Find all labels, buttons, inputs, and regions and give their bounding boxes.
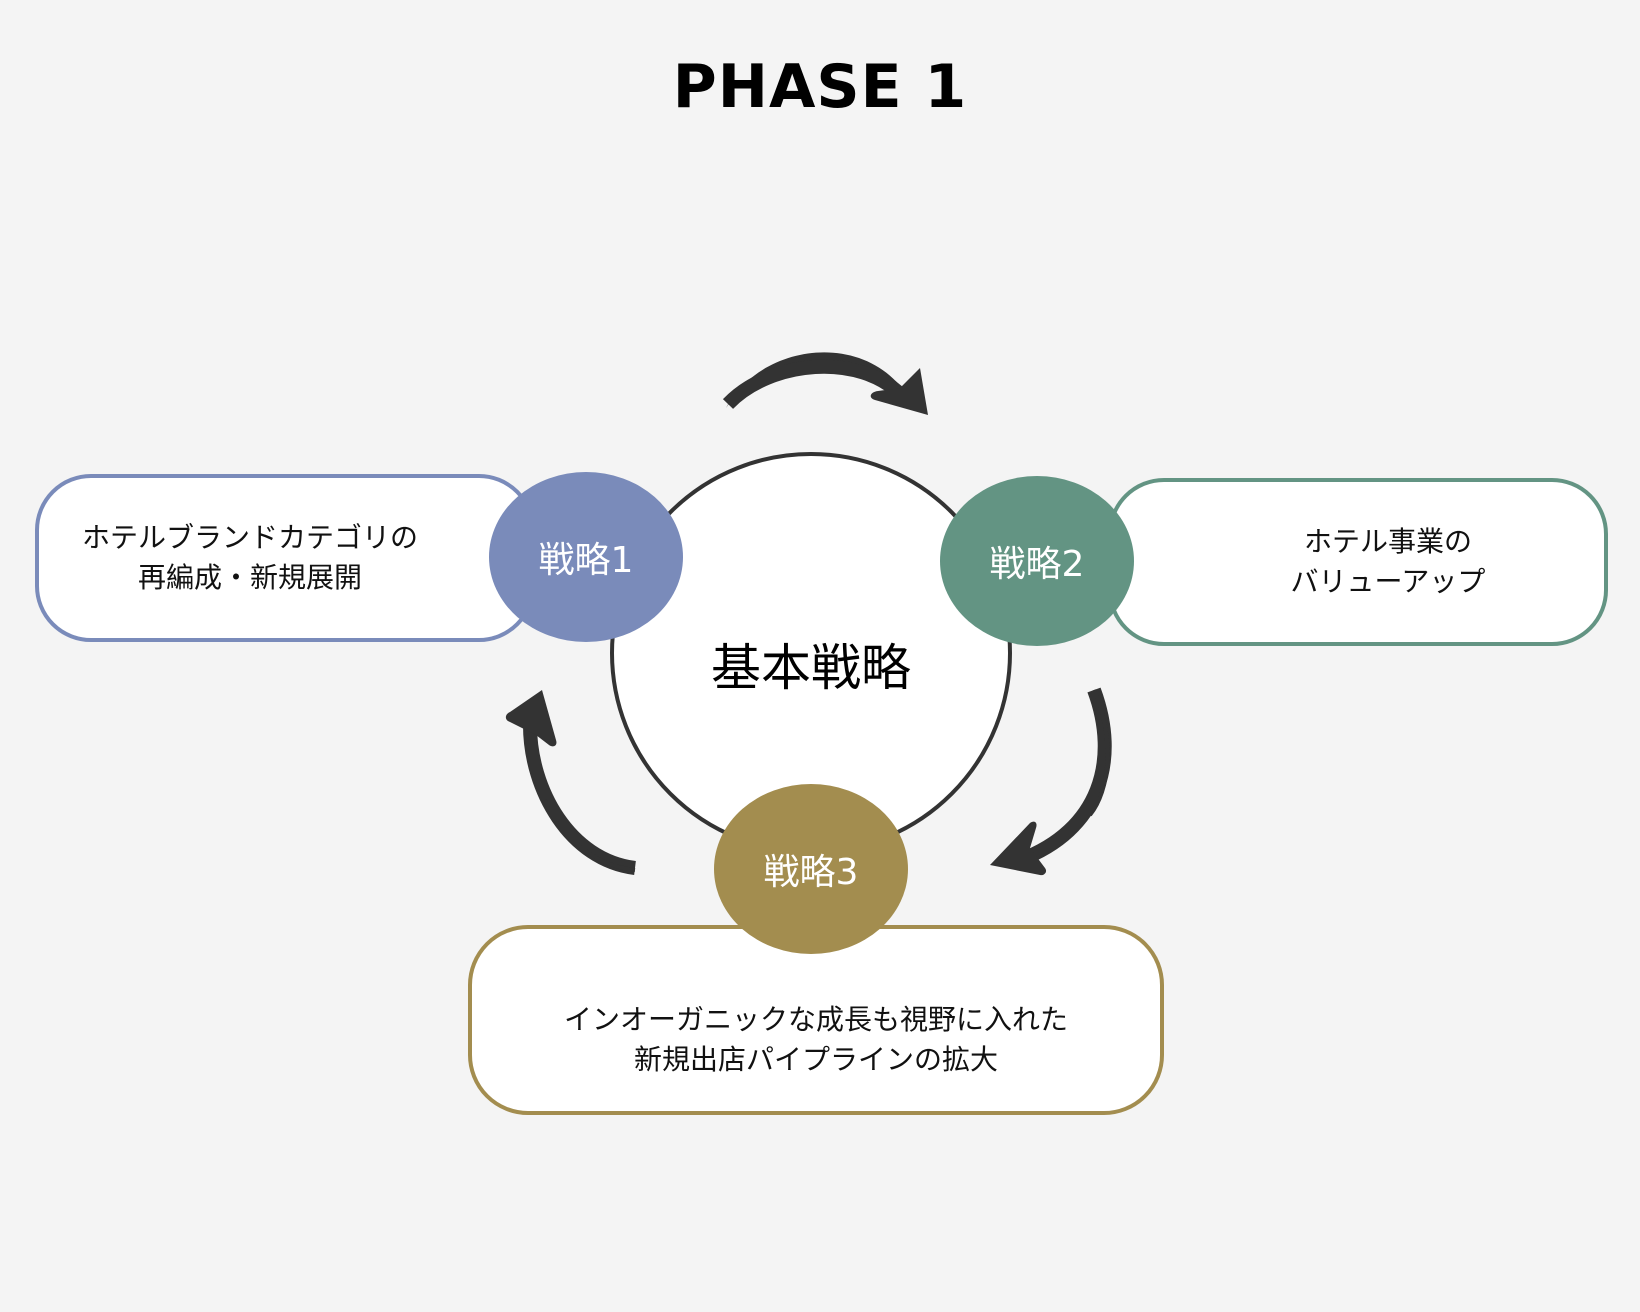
strategy-1-badge: 戦略1 (489, 472, 683, 642)
arrow-top-icon (722, 352, 928, 415)
strategy-3-badge: 戦略3 (714, 784, 908, 954)
strategy-2-badge: 戦略2 (940, 476, 1134, 646)
strategy-1-box: ホテルブランドカテゴリの 再編成・新規展開 (35, 474, 535, 642)
strategy-1-text: ホテルブランドカテゴリの 再編成・新規展開 (81, 521, 418, 594)
arrow-right-icon (990, 687, 1112, 876)
strategy-2-box: ホテル事業の バリューアップ (1108, 478, 1608, 646)
strategy-3-text: インオーガニックな成長も視野に入れた 新規出店パイプラインの拡大 (563, 1003, 1068, 1076)
center-label: 基本戦略 (711, 639, 911, 697)
strategy-2-badge-label: 戦略2 (989, 544, 1085, 585)
page-title: PHASE 1 (672, 52, 968, 122)
strategy-2-text: ホテル事業の バリューアップ (1290, 525, 1486, 598)
strategy-3-badge-label: 戦略3 (763, 852, 859, 893)
arrow-left-icon (505, 690, 637, 875)
strategy-1-badge-label: 戦略1 (538, 540, 634, 581)
